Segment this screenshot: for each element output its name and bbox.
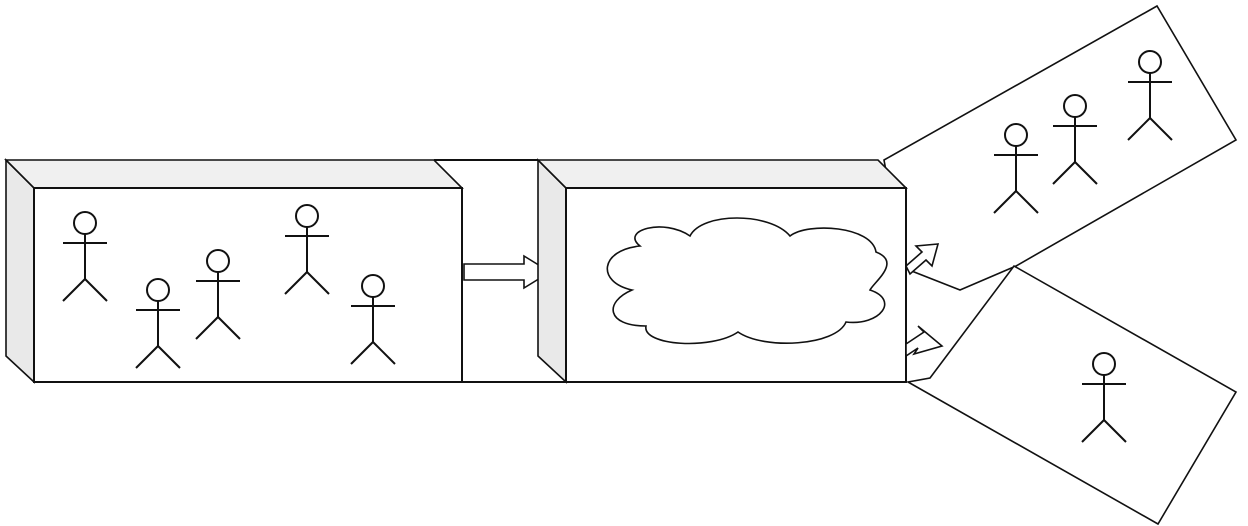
person-icon bbox=[284, 204, 330, 295]
person-icon bbox=[1127, 50, 1173, 141]
lower-output-branch bbox=[905, 264, 1238, 526]
cloud-icon bbox=[606, 217, 888, 345]
person-icon bbox=[135, 278, 181, 369]
process-box-top bbox=[536, 159, 908, 189]
process-box-side bbox=[537, 158, 567, 384]
person-icon bbox=[350, 274, 396, 365]
output-arrow-lower-icon bbox=[905, 325, 944, 358]
input-box bbox=[4, 158, 464, 384]
person-icon bbox=[993, 123, 1039, 214]
person-icon bbox=[1081, 352, 1127, 443]
input-box-front bbox=[33, 187, 463, 383]
person-icon bbox=[62, 211, 108, 302]
connector-band bbox=[434, 159, 566, 383]
input-box-top bbox=[4, 159, 464, 189]
input-box-side bbox=[5, 158, 35, 384]
output-arrow-upper-icon bbox=[905, 243, 940, 276]
person-icon bbox=[1052, 94, 1098, 185]
flow-arrow-icon bbox=[463, 254, 552, 290]
person-icon bbox=[195, 249, 241, 340]
